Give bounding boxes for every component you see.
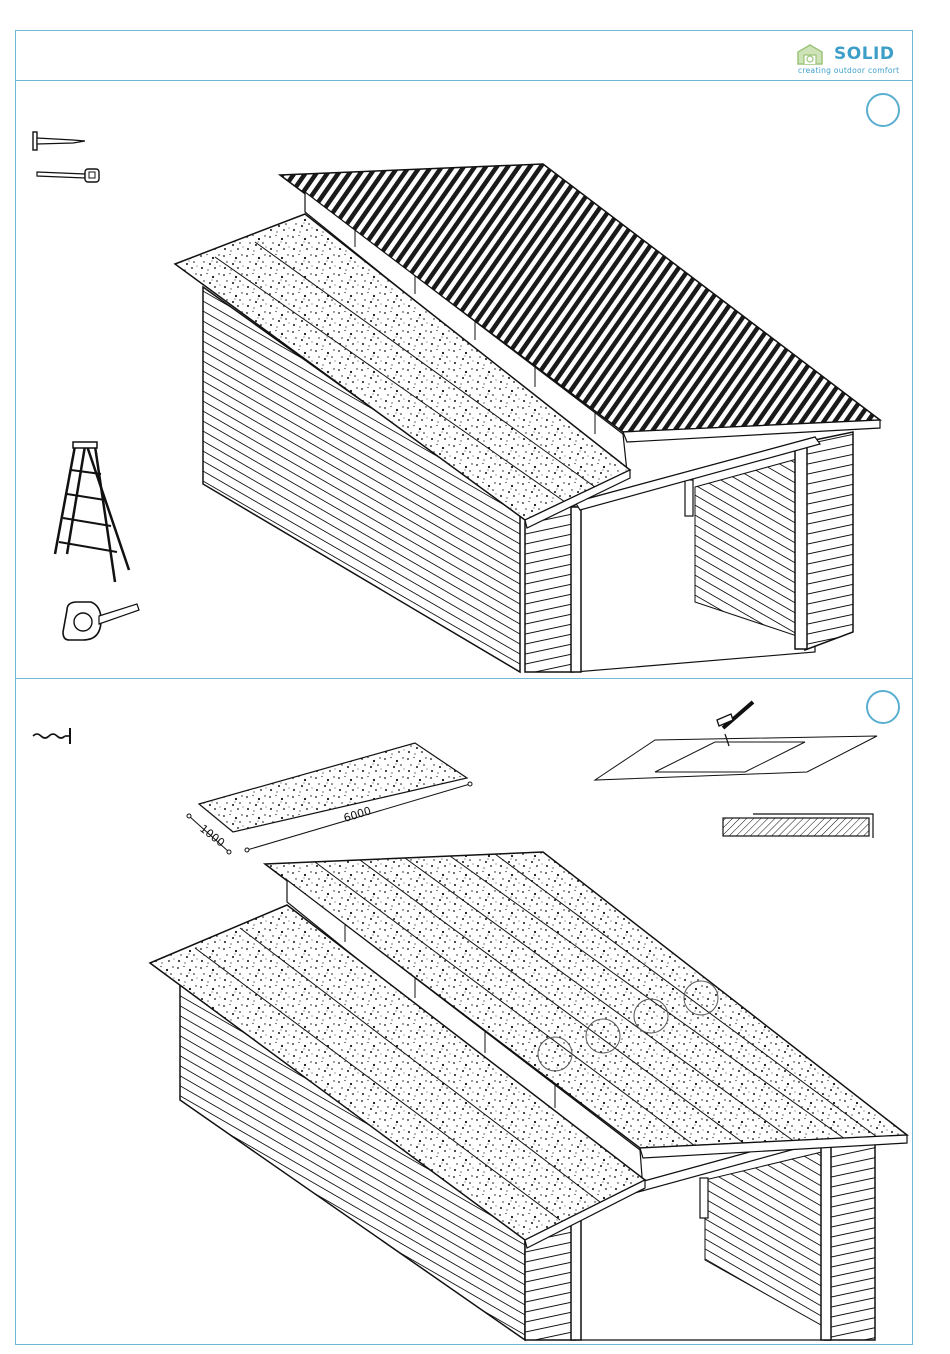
- logo-wordmark: SOLID: [834, 44, 894, 64]
- brand-logo: SOLID creating outdoor comfort: [796, 42, 906, 78]
- nail-icon: [33, 132, 85, 150]
- header-bar: [15, 30, 913, 81]
- roll-width-label: 1000: [197, 822, 227, 849]
- saw-icon: [37, 169, 99, 182]
- step-divider: [15, 678, 913, 679]
- roll-length-label: 6000: [342, 804, 373, 825]
- ladder-icon: [55, 442, 129, 582]
- logo-tagline: creating outdoor comfort: [798, 66, 899, 75]
- tape-measure-icon: [63, 602, 139, 640]
- felt-roll-diagram: [187, 743, 472, 854]
- step-2-illustration: 6000 1000: [15, 680, 913, 1344]
- overlap-detail: [595, 736, 877, 838]
- step-1-illustration: [15, 82, 913, 678]
- screw-icon: [33, 728, 70, 744]
- logo-house-icon: [796, 42, 832, 68]
